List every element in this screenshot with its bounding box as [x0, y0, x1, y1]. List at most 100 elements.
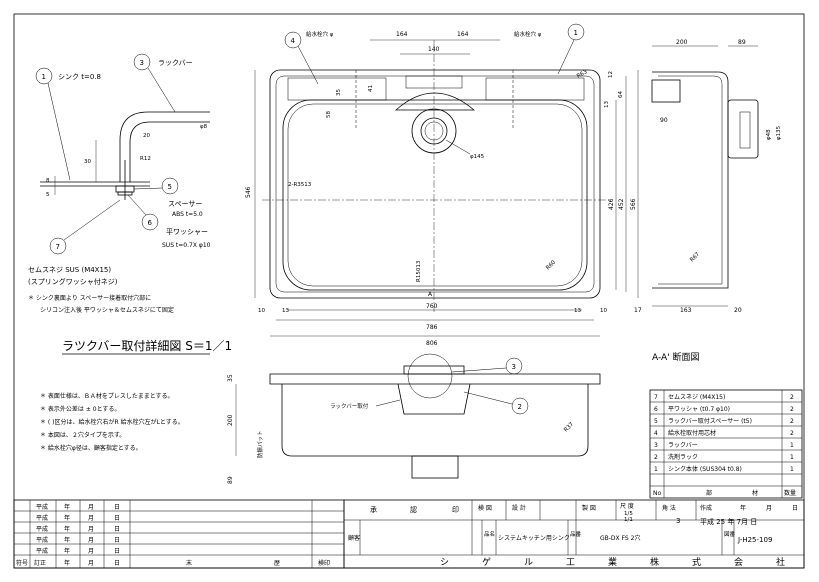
plan-leader-4 — [297, 45, 319, 85]
part-qty-7: 2 — [790, 394, 794, 401]
faucet-deck-right — [485, 77, 585, 101]
plan-callout-circle-1 — [567, 23, 585, 41]
front-callout-2: 2 — [518, 403, 522, 411]
screw-spec: (スプリングワッシャ付ネジ) — [28, 277, 118, 286]
part-qty-1: 1 — [790, 466, 794, 473]
dim-35: 35 — [336, 89, 342, 96]
section-aa-view: 200 89 90 φ48 φ135 R67 17 163 20 A-A' 断面… — [634, 39, 782, 363]
dim-89-aa: 89 — [738, 39, 746, 46]
rev-footer-history: 歴 — [274, 560, 280, 567]
dim-786: 786 — [426, 324, 438, 331]
sink-plan-view: 164 164 140 4 給水栓穴 φ 1 給水栓穴 φ 2-R3513 R1… — [245, 23, 639, 347]
radius-label-513: 2-R3513 — [288, 182, 312, 188]
part-qty-6: 2 — [790, 406, 794, 413]
tb-drawing-no-value: J-H25-109 — [737, 536, 772, 544]
title-block-rows — [344, 519, 804, 556]
dim-164-right: 164 — [457, 31, 469, 38]
rev-row-2-era: 平成 — [36, 514, 48, 522]
sink-bowl-inner — [287, 103, 583, 287]
tb-approve: 承 — [370, 505, 377, 514]
rev-row-4-year: 年 — [64, 536, 70, 544]
leader-7 — [63, 199, 121, 241]
parts-list-rows — [650, 401, 802, 487]
rev-row-4-month: 月 — [88, 537, 94, 544]
plan-leader-1 — [557, 39, 575, 75]
tb-design: 設 計 — [512, 504, 526, 512]
part-name-6: 平ワッシャ (t0.7 φ10) — [668, 406, 730, 413]
parts-header-part: 部 — [706, 489, 712, 497]
dim-90-aa: 90 — [660, 117, 668, 124]
dim-r12: R12 — [140, 156, 151, 162]
callout-label-sink: シンク t=0.8 — [58, 73, 101, 81]
tb-scale-2: 1/1 — [624, 517, 633, 523]
tb-company-2: ゲ — [482, 556, 491, 568]
rev-footer-day: 日 — [114, 560, 120, 567]
callout-circle-1 — [35, 67, 53, 85]
front-drain — [411, 455, 459, 479]
parts-header-material: 材 — [752, 489, 758, 497]
front-leader-2 — [463, 391, 513, 405]
sheet-border — [13, 13, 805, 569]
dim-phi135: φ135 — [776, 125, 782, 140]
dim-200-front: 200 — [227, 414, 234, 426]
part-name-4: 給水栓取付用芯材 — [668, 429, 716, 437]
dim-30: 30 — [84, 159, 91, 165]
title-block-frame — [343, 499, 805, 569]
radius-label-503: R15013 — [416, 260, 422, 282]
tb-company-1: シ — [440, 558, 449, 568]
general-notes: ＊ 表面仕様は、ＢＡ材をプレスしたままとする。 ＊ 表示外公差は ± 0とする。… — [40, 392, 184, 452]
rev-row-1-year: 年 — [64, 503, 70, 511]
drain-leader — [445, 139, 471, 155]
dim-5: 5 — [46, 192, 50, 198]
revision-cols — [29, 500, 313, 568]
note-2: ＊ 表示外公差は ± 0とする。 — [40, 405, 120, 413]
front-callout-circle-2 — [511, 397, 529, 415]
tb-company-4: 工 — [566, 558, 575, 568]
drain-diameter: φ145 — [470, 154, 485, 160]
revision-rows — [14, 510, 344, 556]
rev-row-1-day: 日 — [114, 504, 120, 511]
tb-company-5: 業 — [608, 556, 617, 568]
faucet-hole-label-right: 給水栓穴 φ — [514, 30, 542, 38]
radius-r67: R67 — [689, 251, 701, 263]
callout-no-3: 3 — [140, 59, 144, 67]
washer-label: 平ワッシャー — [166, 228, 208, 236]
front-callout-circle-3 — [505, 357, 523, 375]
tb-day-label: 日 — [792, 505, 798, 512]
tb-seal: 印 — [452, 506, 459, 514]
detail-note-2: シリコン注入後 平ワッシャ＆セムスネジにて固定 — [40, 306, 174, 314]
rev-footer-correction: 訂正 — [34, 559, 46, 567]
dim-13-left: 13 — [282, 308, 289, 314]
section-faucet-block — [651, 79, 681, 103]
tb-product-value: システムキッチン用シンク — [498, 535, 570, 542]
dim-64: 64 — [618, 91, 624, 98]
section-body — [652, 71, 729, 289]
title-block-cols — [359, 500, 735, 555]
leader-3 — [147, 67, 176, 113]
rev-row-3-era: 平成 — [36, 525, 48, 533]
dim-35-front: 35 — [227, 374, 234, 382]
note-4: ＊ 本図は、２穴タイプを示す。 — [40, 431, 125, 439]
note-3: ＊ ( )区分は、給水栓穴右がR 給水栓穴左がLとする。 — [40, 418, 184, 426]
rev-row-4-era: 平成 — [36, 536, 48, 544]
rev-row-1-era: 平成 — [36, 503, 48, 511]
tb-scale-label: 尺 度 — [620, 502, 634, 510]
plan-callout-circle-4 — [284, 31, 302, 49]
tb-drawing-no-label: 図番 — [724, 531, 736, 538]
sink-bowl — [282, 99, 588, 291]
part-qty-3: 1 — [790, 442, 794, 449]
rev-row-2-month: 月 — [88, 515, 94, 522]
dim-17: 17 — [634, 307, 642, 314]
part-name-1: シンク本体 (SUS304 t0.8) — [668, 465, 742, 473]
dim-164-left: 164 — [396, 31, 408, 38]
part-name-5: ラックバー取付スペーサー (t5) — [668, 417, 752, 425]
revision-table: 平成 平成 平成 平成 平成 年 年 年 年 年 月 月 月 月 月 日 日 日… — [13, 499, 345, 569]
dim-426: 426 — [608, 198, 615, 210]
screw-label: セムスネジ SUS (M4X15) — [28, 266, 111, 274]
section-title: A-A' 断面図 — [652, 351, 700, 363]
callout-no-6: 6 — [148, 219, 153, 227]
front-detail-circle — [407, 353, 453, 399]
tb-company-8: 会 — [734, 556, 743, 568]
rev-row-2-year: 年 — [64, 514, 70, 522]
